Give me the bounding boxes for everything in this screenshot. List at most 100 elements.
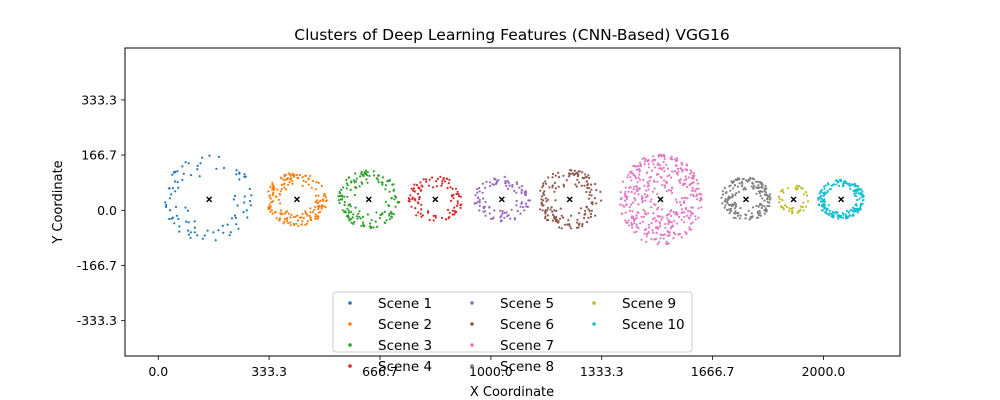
legend-marker bbox=[592, 301, 596, 305]
data-point bbox=[634, 198, 637, 202]
data-point bbox=[641, 157, 644, 160]
data-point bbox=[425, 180, 428, 183]
data-point bbox=[501, 210, 504, 213]
legend-item: Scene 7 bbox=[470, 338, 554, 354]
data-point bbox=[500, 214, 503, 217]
data-point bbox=[575, 226, 579, 229]
data-point bbox=[657, 155, 660, 158]
data-point bbox=[680, 211, 683, 214]
series-1 bbox=[164, 154, 253, 242]
data-point bbox=[387, 204, 390, 207]
data-point bbox=[187, 162, 190, 165]
data-point bbox=[574, 183, 577, 186]
data-point bbox=[415, 214, 418, 217]
data-point bbox=[182, 172, 185, 175]
data-point bbox=[628, 186, 631, 189]
data-point bbox=[643, 163, 646, 166]
data-point bbox=[758, 191, 761, 195]
data-point bbox=[689, 183, 692, 186]
data-point bbox=[430, 176, 434, 179]
data-point bbox=[267, 190, 270, 193]
data-point bbox=[668, 212, 671, 216]
data-point bbox=[353, 220, 356, 223]
data-point bbox=[414, 207, 417, 210]
data-point bbox=[687, 176, 690, 179]
data-point bbox=[324, 196, 327, 199]
data-point bbox=[671, 186, 674, 189]
data-point bbox=[390, 197, 393, 200]
data-point bbox=[758, 203, 762, 206]
data-point bbox=[697, 187, 700, 190]
data-point bbox=[667, 219, 671, 222]
data-point bbox=[381, 212, 384, 215]
data-point bbox=[285, 210, 289, 213]
data-point bbox=[723, 186, 726, 190]
data-point bbox=[279, 190, 282, 193]
data-point bbox=[570, 214, 573, 217]
data-point bbox=[628, 209, 632, 212]
data-point bbox=[691, 174, 694, 177]
series-5 bbox=[473, 175, 532, 223]
data-point bbox=[283, 174, 286, 177]
data-point bbox=[817, 196, 820, 199]
data-point bbox=[659, 222, 662, 225]
data-point bbox=[478, 186, 481, 190]
data-point bbox=[355, 177, 358, 180]
data-point bbox=[646, 171, 649, 174]
data-point bbox=[539, 208, 542, 211]
data-point bbox=[749, 176, 752, 179]
data-point bbox=[268, 203, 271, 206]
data-point bbox=[503, 216, 506, 219]
data-point bbox=[413, 197, 416, 201]
data-point bbox=[441, 180, 444, 183]
data-point bbox=[577, 226, 580, 229]
data-point bbox=[853, 183, 856, 186]
data-point bbox=[760, 206, 763, 210]
data-point bbox=[829, 187, 832, 191]
data-point bbox=[692, 172, 696, 175]
data-point bbox=[279, 193, 282, 196]
data-point bbox=[697, 216, 700, 219]
data-point bbox=[681, 170, 684, 173]
data-point bbox=[575, 185, 578, 188]
data-point bbox=[314, 215, 317, 218]
data-point bbox=[736, 212, 739, 215]
data-point bbox=[638, 178, 642, 181]
data-point bbox=[630, 203, 633, 206]
data-point bbox=[547, 176, 550, 179]
data-point bbox=[685, 177, 688, 181]
data-point bbox=[296, 176, 299, 180]
data-point bbox=[632, 188, 635, 191]
data-point bbox=[763, 209, 766, 212]
data-point bbox=[450, 194, 454, 197]
data-point bbox=[806, 194, 809, 197]
data-point bbox=[670, 189, 673, 192]
data-point bbox=[447, 217, 450, 220]
data-point bbox=[354, 206, 357, 209]
data-point bbox=[280, 213, 283, 216]
data-point bbox=[635, 216, 638, 219]
data-point bbox=[348, 176, 351, 179]
data-point bbox=[337, 199, 340, 202]
data-point bbox=[663, 157, 666, 160]
data-point bbox=[730, 210, 733, 213]
data-point bbox=[824, 184, 828, 187]
data-point bbox=[637, 176, 640, 179]
data-point bbox=[649, 200, 652, 203]
data-point bbox=[686, 214, 689, 217]
data-point bbox=[734, 216, 737, 219]
data-point bbox=[482, 197, 485, 200]
data-point bbox=[246, 216, 249, 219]
data-point bbox=[856, 188, 860, 191]
data-point bbox=[352, 222, 355, 225]
data-point bbox=[416, 192, 419, 195]
plot-frame bbox=[124, 47, 901, 357]
data-point bbox=[564, 223, 567, 226]
data-point bbox=[307, 178, 310, 181]
data-point bbox=[728, 195, 731, 198]
data-point bbox=[688, 217, 691, 220]
data-point bbox=[763, 212, 766, 215]
data-point bbox=[683, 215, 686, 218]
data-point bbox=[235, 169, 238, 172]
data-point bbox=[633, 222, 636, 225]
